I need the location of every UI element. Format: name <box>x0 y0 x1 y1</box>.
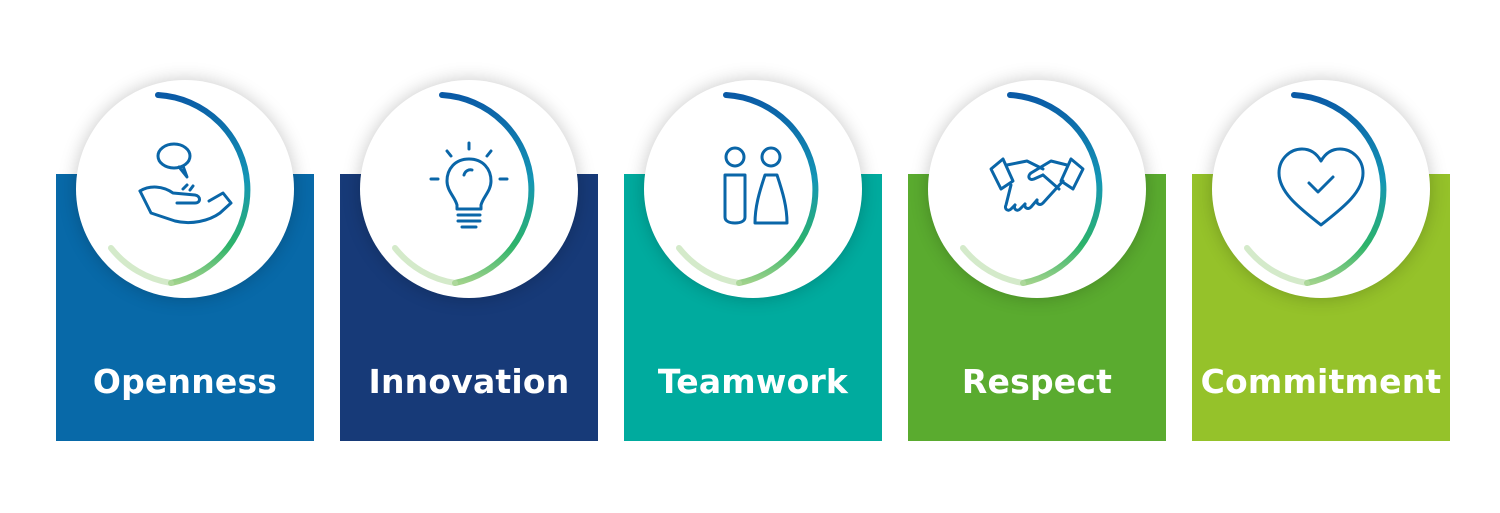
ring-arc <box>108 92 251 286</box>
card-label-respect: Respect <box>961 362 1113 401</box>
icon-circle-teamwork <box>644 80 862 298</box>
card-label-openness: Openness <box>92 362 278 401</box>
card-label-teamwork: Teamwork <box>657 362 849 401</box>
icon-circle-openness <box>76 80 294 298</box>
ring-arc <box>676 92 819 286</box>
two-people-icon <box>723 146 789 225</box>
ring-arc <box>960 92 1103 286</box>
card-label-innovation: Innovation <box>368 362 570 401</box>
ring-arc <box>392 92 535 286</box>
value-card-teamwork: Teamwork <box>624 0 882 513</box>
icon-circle-respect <box>928 80 1146 298</box>
lightbulb-icon <box>429 141 509 229</box>
heart-check-icon <box>1277 147 1365 227</box>
hand-speech-bubble-icon <box>138 142 233 225</box>
value-card-commitment: Commitment <box>1192 0 1450 513</box>
icon-circle-commitment <box>1212 80 1430 298</box>
icon-circle-innovation <box>360 80 578 298</box>
value-card-innovation: Innovation <box>340 0 598 513</box>
card-label-commitment: Commitment <box>1200 362 1442 401</box>
handshake-icon <box>989 157 1085 212</box>
ring-arc <box>1244 92 1387 286</box>
value-card-respect: Respect <box>908 0 1166 513</box>
value-card-openness: Openness <box>56 0 314 513</box>
